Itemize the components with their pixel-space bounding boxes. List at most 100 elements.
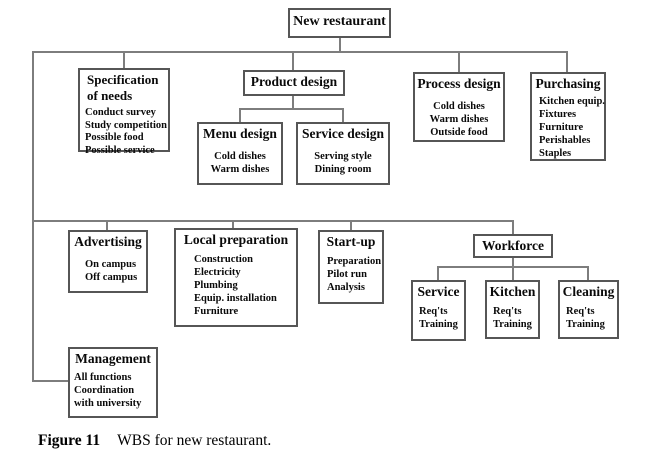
wbs-node-local-preparation: Local preparation Construction Electrici…: [174, 228, 298, 327]
figure-caption: Figure 11 WBS for new restaurant.: [38, 432, 271, 450]
node-title: Purchasing: [535, 76, 601, 91]
node-item: Off campus: [85, 272, 138, 283]
connector-workforce-down: [512, 258, 514, 267]
node-item: Electricity: [194, 267, 241, 278]
node-title: Process design: [417, 76, 501, 91]
wbs-node-advertising: Advertising On campus Off campus: [68, 230, 148, 293]
connector-product-design-down: [292, 96, 294, 109]
node-item: Equip. installation: [194, 293, 277, 304]
wbs-node-menu-design: Menu design Cold dishes Warm dishes: [197, 122, 283, 185]
node-title: Start-up: [326, 234, 376, 249]
connector-product-design-drop: [292, 53, 294, 70]
connector-root-drop: [339, 38, 341, 52]
connector-level2-horizontal: [32, 220, 514, 222]
connector-service-design-drop: [342, 110, 344, 122]
node-items: Kitchen equip. Fixtures Furniture Perish…: [532, 95, 605, 160]
connector-kitchen-drop: [512, 268, 514, 280]
node-items: All functions Coordination with universi…: [70, 371, 156, 410]
node-item: Pilot run: [327, 269, 367, 280]
wbs-node-management: Management All functions Coordination wi…: [68, 347, 158, 418]
node-title: Product design: [250, 74, 338, 89]
wbs-node-purchasing: Purchasing Kitchen equip. Fixtures Furni…: [530, 72, 606, 161]
node-item: Construction: [194, 254, 253, 265]
node-item: Training: [419, 319, 458, 330]
node-title: Service: [417, 284, 460, 299]
node-title: Workforce: [482, 238, 544, 253]
node-title: Advertising: [74, 234, 142, 249]
node-item: Req'ts: [419, 306, 448, 317]
connector-left-trunk-vertical: [32, 51, 34, 382]
connector-level1-horizontal: [32, 51, 568, 53]
connector-workforce-drop: [512, 222, 514, 234]
connector-workforce-children-horizontal: [437, 266, 589, 268]
wbs-node-new-restaurant: New restaurant: [288, 8, 391, 38]
node-item: Conduct survey: [85, 107, 156, 118]
node-item: Warm dishes: [429, 114, 489, 125]
node-item: Furniture: [194, 306, 239, 317]
node-item: Analysis: [327, 282, 365, 293]
node-item: Staples: [539, 148, 572, 159]
node-item: Coordination with university: [74, 385, 142, 409]
figure-caption-label: Figure 11: [38, 432, 101, 449]
node-item: On campus: [85, 259, 137, 270]
connector-purchasing-drop: [566, 53, 568, 72]
node-title: Local preparation: [183, 232, 289, 247]
connector-service-drop: [437, 268, 439, 280]
node-title: Cleaning: [562, 284, 615, 299]
node-item: All functions: [74, 372, 132, 383]
wbs-node-start-up: Start-up Preparation Pilot run Analysis: [318, 230, 384, 304]
node-items: Construction Electricity Plumbing Equip.…: [176, 253, 296, 318]
node-items: Req'ts Training: [487, 305, 538, 331]
wbs-node-cleaning: Cleaning Req'ts Training: [558, 280, 619, 339]
node-items: Cold dishes Warm dishes Outside food: [415, 100, 503, 139]
node-item: Training: [493, 319, 532, 330]
node-items: Conduct survey Study competition Possibl…: [80, 107, 168, 157]
node-items: On campus Off campus: [70, 258, 146, 284]
connector-product-children-horizontal: [239, 108, 344, 110]
node-item: Furniture: [539, 122, 584, 133]
wbs-node-specification-of-needs: Specification of needs Conduct survey St…: [78, 68, 170, 156]
node-item: Cold dishes: [214, 151, 266, 162]
node-items: Req'ts Training: [560, 305, 617, 331]
node-item: Kitchen equip.: [539, 96, 605, 107]
node-item: Study competition: [85, 119, 167, 131]
node-item: Plumbing: [194, 280, 238, 291]
node-item: Req'ts: [493, 306, 522, 317]
node-title: Menu design: [203, 126, 277, 141]
connector-management-horizontal: [32, 380, 70, 382]
node-title: Management: [75, 351, 151, 366]
node-item: Warm dishes: [210, 164, 270, 175]
node-items: Preparation Pilot run Analysis: [320, 255, 382, 294]
wbs-node-kitchen: Kitchen Req'ts Training: [485, 280, 540, 339]
connector-local-preparation-drop: [232, 222, 234, 228]
wbs-node-service: Service Req'ts Training: [411, 280, 466, 341]
connector-menu-design-drop: [239, 110, 241, 122]
node-title: Specification of needs: [87, 72, 159, 103]
connector-specification-drop: [123, 53, 125, 68]
node-title: Service design: [301, 126, 385, 141]
node-item: Outside food: [430, 127, 488, 138]
node-item: Req'ts: [566, 306, 595, 317]
node-items: Cold dishes Warm dishes: [199, 150, 281, 176]
wbs-node-service-design: Service design Serving style Dining room: [296, 122, 390, 185]
node-item: Fixtures: [539, 109, 577, 120]
node-item: Serving style: [314, 151, 372, 162]
node-item: Possible food: [85, 132, 144, 143]
wbs-node-process-design: Process design Cold dishes Warm dishes O…: [413, 72, 505, 142]
node-item: Preparation: [327, 256, 382, 267]
connector-start-up-drop: [350, 222, 352, 230]
node-title: New restaurant: [293, 14, 386, 29]
node-item: Training: [566, 319, 605, 330]
wbs-node-product-design: Product design: [243, 70, 345, 96]
figure-caption-text: WBS for new restaurant.: [117, 432, 272, 449]
node-items: Serving style Dining room: [298, 150, 388, 176]
node-title: Kitchen: [489, 284, 536, 299]
connector-process-design-drop: [458, 53, 460, 72]
node-item: Dining room: [314, 164, 372, 175]
connector-cleaning-drop: [587, 268, 589, 280]
node-item: Perishables: [539, 135, 591, 146]
wbs-node-workforce: Workforce: [473, 234, 553, 258]
node-items: Req'ts Training: [413, 305, 464, 331]
node-item: Cold dishes: [433, 101, 485, 112]
connector-advertising-drop: [106, 222, 108, 230]
